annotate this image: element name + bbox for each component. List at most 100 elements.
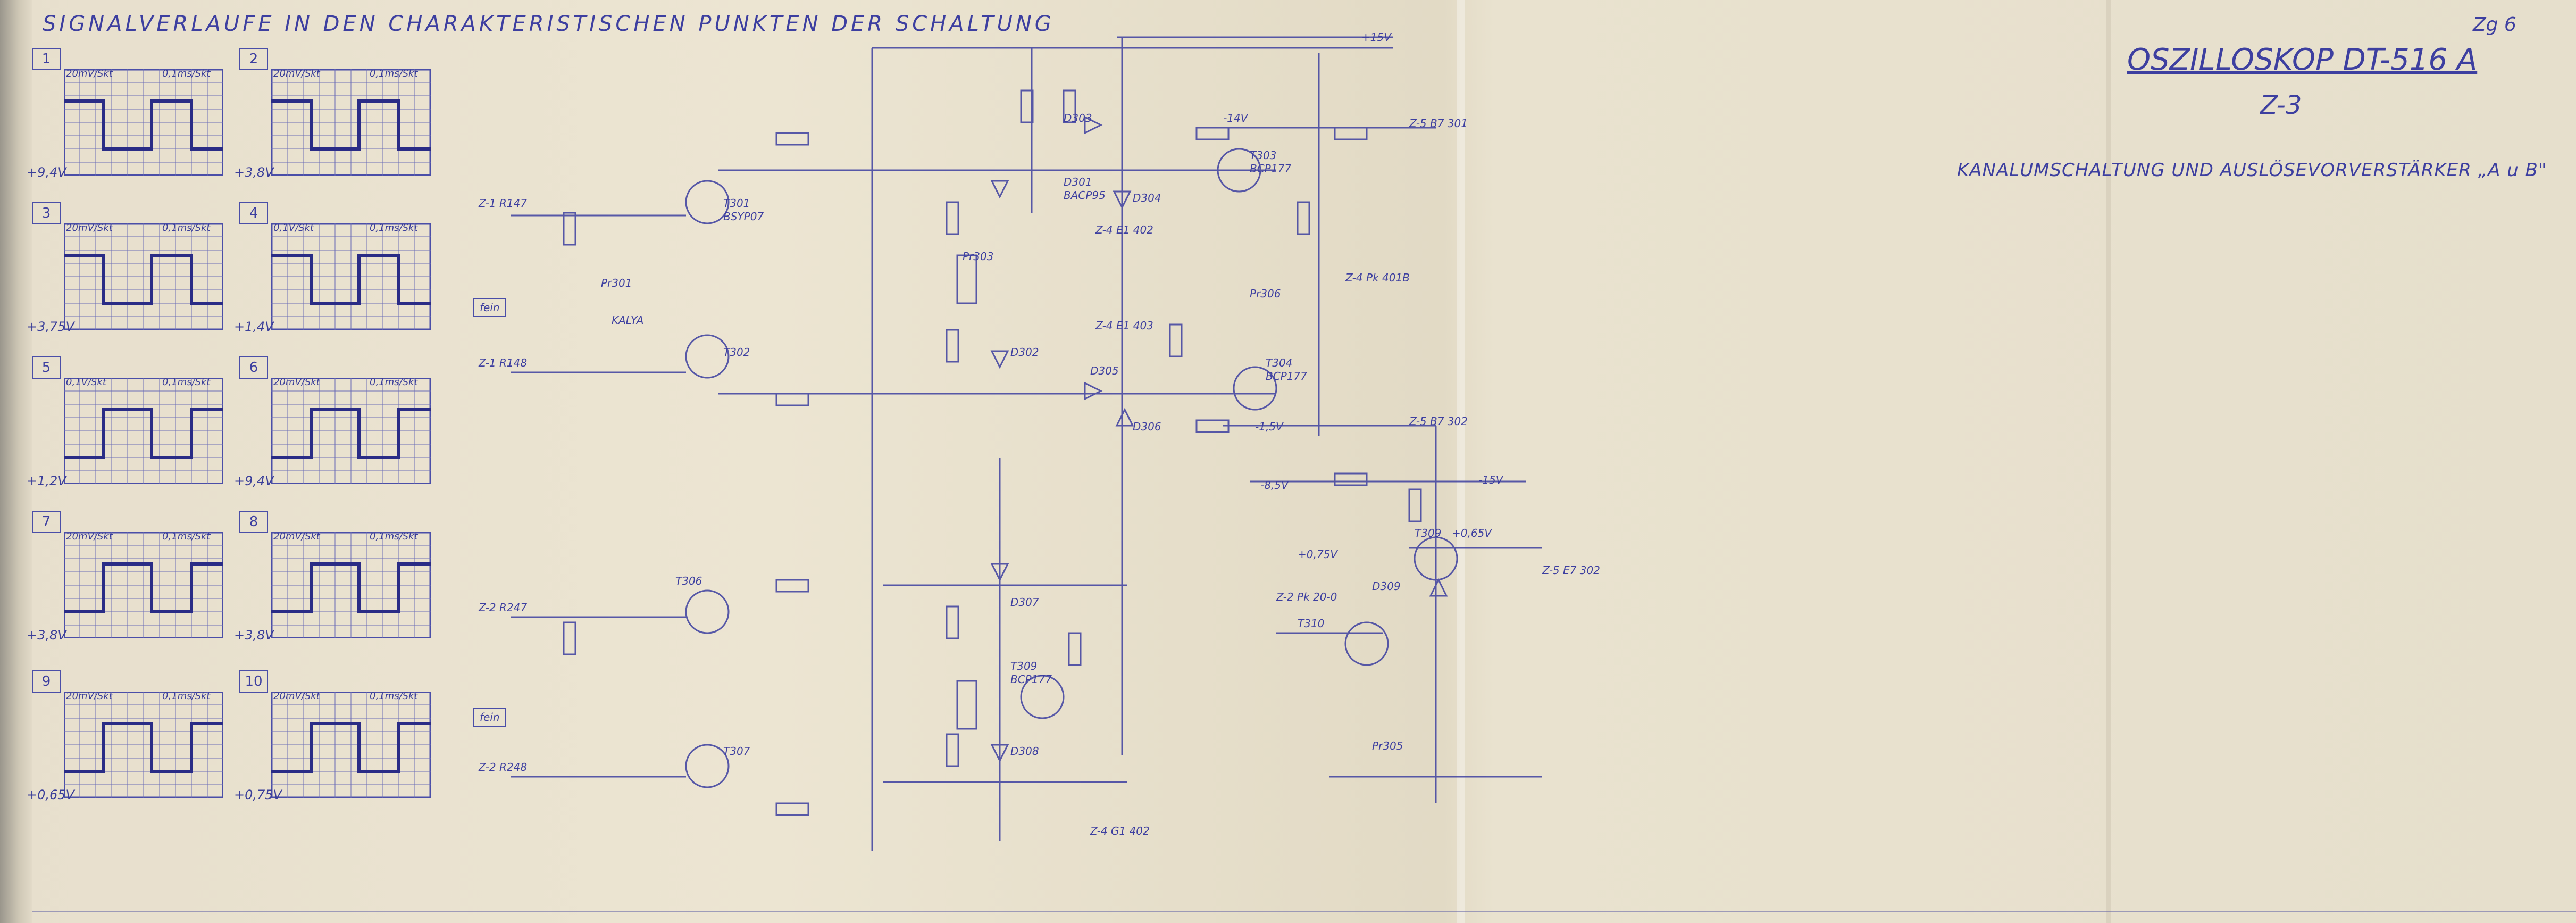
pot-label: Pr305 <box>1372 739 1403 752</box>
page-description: KANALUMSCHALTUNG UND AUSLÖSEVORVERSTÄRKE… <box>1957 160 2547 181</box>
square-wave-trace <box>64 254 223 305</box>
connector-label: Z-4 E1 402 <box>1095 223 1153 236</box>
transistor-label: T307 <box>723 745 750 758</box>
oscillogram-grid <box>64 378 223 484</box>
transistor-label: T301 <box>723 197 750 210</box>
oscillogram-grid <box>271 532 431 638</box>
oscillogram-number: 1 <box>32 48 61 70</box>
fine-adjust-label: fein <box>473 298 506 317</box>
transistor-type: BSYP07 <box>723 210 764 223</box>
fine-adjust-label: fein <box>473 708 506 727</box>
transistor-label: T304 <box>1266 356 1293 369</box>
square-wave-trace <box>64 99 223 151</box>
dc-level: +0,65V <box>27 787 74 802</box>
diode-label: D308 <box>1010 745 1039 758</box>
rail-label: -14V <box>1223 112 1248 124</box>
oscillogram-grid <box>271 378 431 484</box>
connector-label: Z-4 G1 402 <box>1090 825 1150 837</box>
time-scale: 0,1ms/Skt <box>162 377 211 388</box>
voltage-label: +0,65V <box>1452 527 1492 539</box>
vertical-scale: 20mV/Skt <box>66 691 113 702</box>
dc-level: +3,75V <box>27 319 74 334</box>
connector-label: Z-4 E1 403 <box>1095 319 1153 332</box>
square-wave-trace <box>271 562 431 613</box>
time-scale: 0,1ms/Skt <box>162 531 211 542</box>
dc-level: +3,8V <box>234 165 274 180</box>
transistor-label: T303 <box>1250 149 1277 162</box>
voltage-label: +0,75V <box>1298 548 1337 561</box>
rail-label: -8,5V <box>1260 479 1289 492</box>
vertical-scale: 20mV/Skt <box>66 222 113 234</box>
connector-label: Z-1 R148 <box>479 356 528 369</box>
oscillogram-grid <box>271 223 431 330</box>
square-wave-trace <box>64 408 223 459</box>
oscillogram-grid <box>64 223 223 330</box>
square-wave-trace <box>271 99 431 151</box>
oscillogram-number: 4 <box>239 202 268 224</box>
vertical-scale: 20mV/Skt <box>273 691 320 702</box>
connector-label: Z-2 R248 <box>479 761 528 774</box>
vertical-scale: 20mV/Skt <box>273 377 320 388</box>
paper-fold <box>2106 0 2111 923</box>
time-scale: 0,1ms/Skt <box>370 691 418 702</box>
dc-level: +1,2V <box>27 473 66 488</box>
connector-label: Z-4 Pk 401B <box>1345 271 1410 284</box>
dc-level: +0,75V <box>234 787 282 802</box>
connector-label: Z-5 B7 302 <box>1409 415 1468 428</box>
connector-label: Z-1 R147 <box>479 197 528 210</box>
rail-label: +15V <box>1361 31 1391 44</box>
diode-label: D305 <box>1090 364 1119 377</box>
oscillogram-grid <box>64 69 223 176</box>
diode-label: D307 <box>1010 596 1039 609</box>
vertical-scale: 20mV/Skt <box>66 68 113 79</box>
time-scale: 0,1ms/Skt <box>370 222 418 234</box>
connector-label: Z-2 R247 <box>479 601 528 614</box>
calibration-label: KALYA <box>612 314 644 327</box>
dc-level: +3,8V <box>234 628 274 643</box>
oscillogram-number: 10 <box>239 670 268 693</box>
diode-label: D309 <box>1372 580 1401 593</box>
oscillogram-number: 2 <box>239 48 268 70</box>
diode-label: D302 <box>1010 346 1039 359</box>
oscillogram-number: 5 <box>32 356 61 379</box>
diode-label: D301 <box>1064 176 1092 188</box>
vertical-scale: 0,1V/Skt <box>273 222 314 234</box>
transistor-type: BCP177 <box>1266 370 1307 382</box>
diode-label: D303 <box>1064 112 1092 124</box>
dc-level: +1,4V <box>234 319 274 334</box>
time-scale: 0,1ms/Skt <box>162 222 211 234</box>
dc-level: +9,4V <box>234 473 274 488</box>
pot-label: Pr303 <box>963 250 994 263</box>
vertical-scale: 20mV/Skt <box>66 531 113 542</box>
oscillogram-number: 3 <box>32 202 61 224</box>
transistor-label: T309 <box>1415 527 1442 539</box>
square-wave-trace <box>271 722 431 773</box>
oscillogram-number: 8 <box>239 511 268 533</box>
pot-label: Pr301 <box>601 277 632 289</box>
transistor-label: T302 <box>723 346 750 359</box>
square-wave-trace <box>64 562 223 613</box>
time-scale: 0,1ms/Skt <box>370 377 418 388</box>
oscillogram-grid <box>271 69 431 176</box>
oscillogram-grid <box>64 532 223 638</box>
oscillogram-number: 7 <box>32 511 61 533</box>
connector-label: Z-5 E7 302 <box>1542 564 1600 577</box>
transistor-type: BCP177 <box>1010 673 1052 686</box>
binding-edge <box>0 0 32 923</box>
frame-line <box>32 911 2576 912</box>
time-scale: 0,1ms/Skt <box>162 68 211 79</box>
oscillogram-grid <box>271 692 431 798</box>
sheet-header: SIGNALVERLAUFE IN DEN CHARAKTERISTISCHEN… <box>43 12 1055 36</box>
oscillogram-number: 6 <box>239 356 268 379</box>
diode-label: D306 <box>1133 420 1161 433</box>
diode-type: BACP95 <box>1064 189 1106 202</box>
time-scale: 0,1ms/Skt <box>370 68 418 79</box>
connector-label: Z-2 Pk 20-0 <box>1276 591 1337 603</box>
page-number: Zg 6 <box>2473 14 2516 36</box>
dc-level: +9,4V <box>27 165 66 180</box>
transistor-label: T310 <box>1298 617 1325 630</box>
transistor-label: T306 <box>675 575 702 587</box>
time-scale: 0,1ms/Skt <box>162 691 211 702</box>
square-wave-trace <box>271 254 431 305</box>
